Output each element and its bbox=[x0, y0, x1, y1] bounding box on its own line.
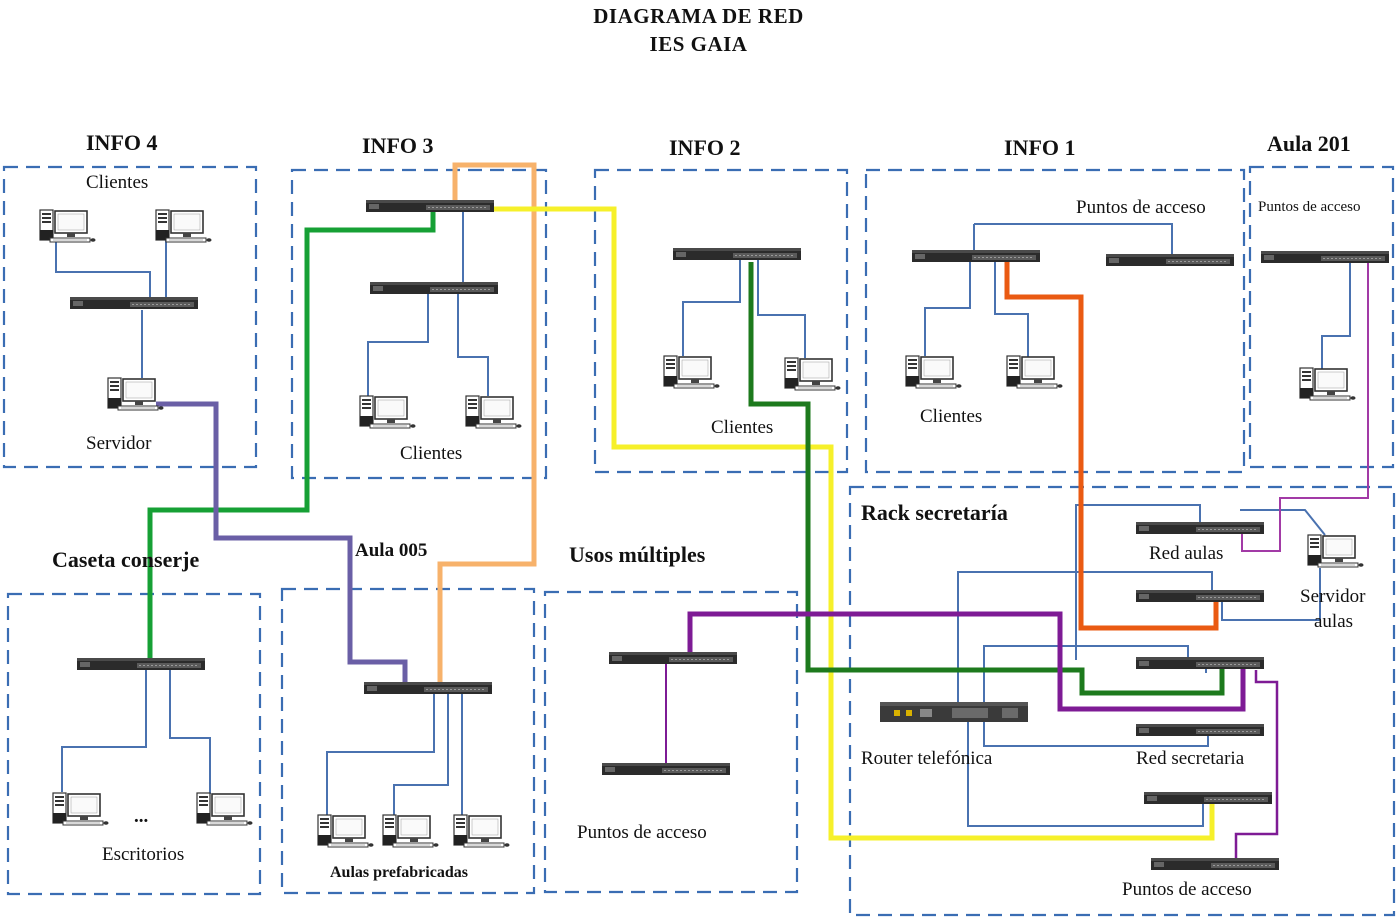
zone-title-info3: INFO 3 bbox=[362, 133, 434, 158]
zone-title-conserje: Caseta conserje bbox=[52, 547, 200, 572]
label-aulas-prefabricadas: Aulas prefabricadas bbox=[330, 864, 468, 881]
switch-conserje bbox=[76, 657, 206, 671]
switch-info3-lower bbox=[369, 281, 499, 295]
switch-usos-top bbox=[608, 651, 738, 665]
label-servidor-aulas-1: Servidor bbox=[1300, 586, 1366, 607]
pc-aula005-1 bbox=[317, 814, 375, 848]
pc-aula201 bbox=[1299, 367, 1357, 401]
pc-info4-1 bbox=[39, 209, 97, 243]
switch-aula201 bbox=[1260, 250, 1390, 264]
pc-info3-1 bbox=[359, 395, 417, 429]
label-info2-clientes: Clientes bbox=[711, 417, 774, 438]
switch-red-secretaria bbox=[1135, 723, 1265, 737]
label-red-secretaria: Red secretaria bbox=[1136, 748, 1245, 769]
switch-rack-3 bbox=[1135, 656, 1265, 670]
zone-box-aula005 bbox=[280, 587, 536, 895]
pc-info4-2 bbox=[155, 209, 213, 243]
zone-title-info1: INFO 1 bbox=[1004, 135, 1076, 160]
zone-box-aula201 bbox=[1248, 165, 1395, 469]
diagram-title-line1: DIAGRAMA DE RED bbox=[593, 4, 804, 28]
zone-box-conserje bbox=[6, 592, 262, 896]
label-aula201-puntos: Puntos de acceso bbox=[1258, 199, 1361, 215]
zone-title-rack: Rack secretaría bbox=[861, 500, 1008, 525]
pc-info1-2 bbox=[1006, 355, 1064, 389]
zone-box-info4 bbox=[2, 165, 258, 469]
router-icon bbox=[880, 702, 1028, 722]
switch-info3-top bbox=[365, 199, 495, 213]
switch-info2 bbox=[672, 247, 802, 261]
label-rack-puntos: Puntos de acceso bbox=[1122, 879, 1252, 900]
pc-info2-1 bbox=[663, 355, 721, 389]
zone-box-info2 bbox=[593, 168, 849, 474]
switch-rack-5 bbox=[1143, 791, 1273, 805]
zone-title-info4: INFO 4 bbox=[86, 130, 158, 155]
pc-info4-server bbox=[107, 377, 165, 411]
label-red-aulas: Red aulas bbox=[1149, 543, 1224, 564]
zone-title-usos: Usos múltiples bbox=[569, 542, 706, 567]
pc-aula005-2 bbox=[382, 814, 440, 848]
switch-info1 bbox=[911, 249, 1041, 263]
switch-aula005 bbox=[363, 681, 493, 695]
zone-box-info3 bbox=[290, 168, 548, 480]
label-router: Router telefónica bbox=[861, 748, 993, 769]
pc-info1-1 bbox=[905, 355, 963, 389]
switch-rack-ap bbox=[1150, 857, 1280, 871]
label-conserje-ellipsis: ... bbox=[134, 806, 149, 827]
label-conserje-escritorios: Escritorios bbox=[102, 844, 185, 865]
switch-red-aulas bbox=[1135, 521, 1265, 535]
zone-title-info2: INFO 2 bbox=[669, 135, 741, 160]
switch-rack-2 bbox=[1135, 589, 1265, 603]
label-info1-puntos: Puntos de acceso bbox=[1076, 197, 1206, 218]
label-servidor-aulas-2: aulas bbox=[1314, 611, 1354, 632]
zone-title-aula005: Aula 005 bbox=[355, 540, 428, 561]
switch-usos-bottom bbox=[601, 762, 731, 776]
label-info1-clientes: Clientes bbox=[920, 406, 983, 427]
label-info3-clientes: Clientes bbox=[400, 443, 463, 464]
label-info4-servidor: Servidor bbox=[86, 433, 152, 454]
zone-box-usos bbox=[543, 590, 799, 894]
zone-box-rack bbox=[848, 485, 1396, 917]
zone-title-aula201: Aula 201 bbox=[1267, 131, 1351, 156]
diagram-title-line2: IES GAIA bbox=[649, 32, 748, 56]
pc-conserje-1 bbox=[52, 792, 110, 826]
pc-info3-2 bbox=[465, 395, 523, 429]
switch-info1-ap bbox=[1105, 253, 1235, 267]
pc-conserje-2 bbox=[196, 792, 254, 826]
pc-info2-2 bbox=[784, 357, 842, 391]
label-usos-puntos: Puntos de acceso bbox=[577, 822, 707, 843]
pc-aula005-3 bbox=[453, 814, 511, 848]
zone-box-info1 bbox=[864, 168, 1246, 474]
pc-servidor-aulas bbox=[1307, 534, 1365, 568]
switch-info4 bbox=[69, 296, 199, 310]
label-info4-clientes: Clientes bbox=[86, 172, 149, 193]
